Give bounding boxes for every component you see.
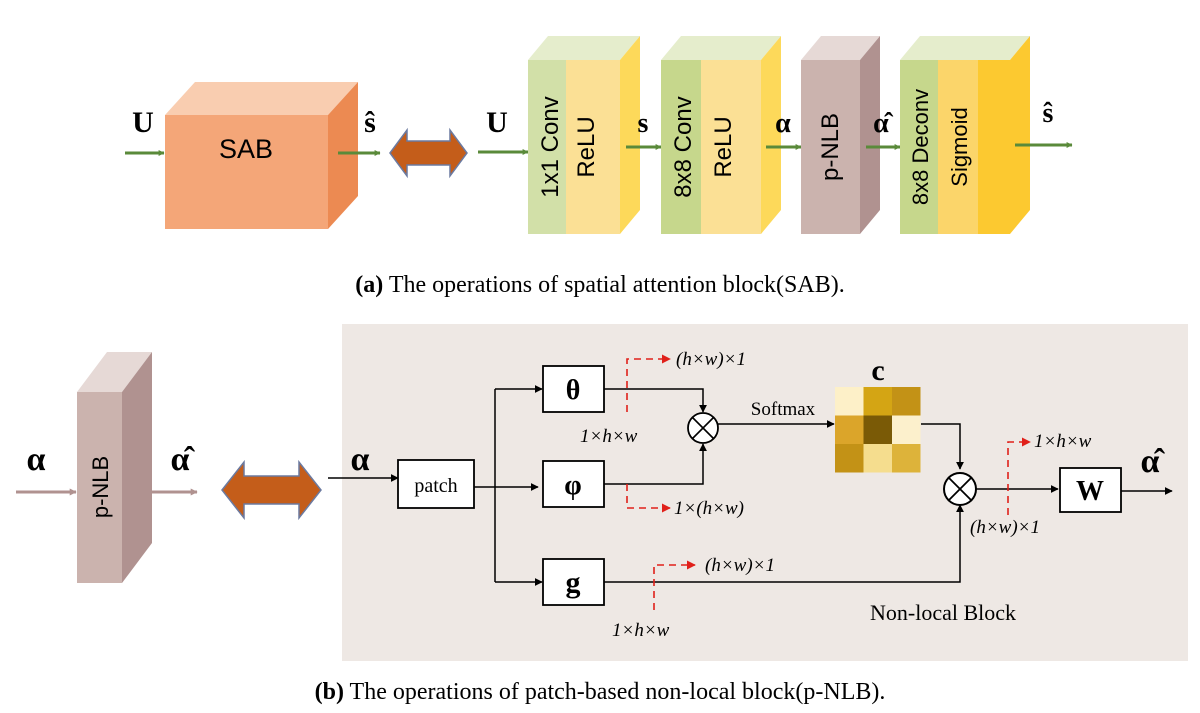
left-alpha-label: α [27, 441, 46, 478]
left-pnlb-label: p-NLB [88, 456, 113, 518]
caption-a-text: The operations of spatial attention bloc… [383, 272, 844, 298]
heatmap-cell [835, 415, 864, 444]
heatmap-cell [892, 444, 921, 473]
sab-input-label: U [132, 106, 154, 139]
caption-b-tag: (b) [315, 679, 344, 705]
dim-arrow-phi [626, 484, 671, 513]
caption-a-tag: (a) [355, 272, 383, 298]
phi-label: φ [564, 470, 581, 501]
sigmoid-label: Sigmoid [947, 107, 972, 186]
g-to-mult [604, 504, 964, 583]
conv8x8-label: 8x8 Conv [670, 96, 697, 197]
caption-a: (a) The operations of spatial attention … [355, 272, 844, 298]
nlb-alpha-label: α [351, 441, 370, 478]
attention-heatmap [835, 387, 921, 473]
deconv-sigmoid-group: 8x8 Deconv Sigmoid [900, 36, 1030, 234]
c-label: c [871, 354, 884, 387]
conv8x8-relu-group: 8x8 Conv ReLU [661, 36, 781, 234]
s-hat-label: ŝ [1043, 98, 1054, 129]
heatmap-cell [835, 444, 864, 473]
patch-box [397, 459, 475, 509]
alpha-hat-label: α̂ [873, 108, 894, 139]
heatmap-cell [892, 387, 921, 416]
dim-phi-label: 1×(h×w) [674, 498, 744, 519]
dim-g-label: (h×w)×1 [705, 555, 775, 576]
w-label: W [1076, 476, 1104, 507]
g-label: g [566, 566, 581, 599]
deconv-label: 8x8 Deconv [908, 89, 933, 205]
caption-b-text: The operations of patch-based non-local … [344, 679, 885, 705]
theta-to-mult [604, 388, 707, 413]
dim-arrow-theta [626, 354, 671, 412]
c-to-mult [921, 423, 964, 470]
theta-label: θ [566, 375, 581, 406]
u-label: U [486, 106, 508, 139]
equivalence-double-arrow [389, 127, 468, 179]
w-box [1059, 467, 1122, 513]
alpha-label: α [775, 108, 791, 139]
left-alpha-hat-label: α̂ [171, 441, 196, 478]
dim-1hw-b-label: 1×h×w [612, 620, 670, 641]
dim-theta-label: (h×w)×1 [676, 349, 746, 370]
dim-hw1-label: (h×w)×1 [970, 517, 1040, 538]
heatmap-cell [863, 444, 892, 473]
heatmap-cell [863, 415, 892, 444]
dim-1hw-c-label: 1×h×w [1034, 431, 1092, 452]
heatmap-cell [863, 387, 892, 416]
conv1x1-relu-group: 1x1 Conv ReLU [528, 36, 640, 234]
theta-box [542, 365, 605, 413]
pnlb-label: p-NLB [817, 113, 844, 181]
multiply-node-1 [687, 412, 719, 444]
pnlb-block: p-NLB [801, 36, 880, 234]
equivalence-double-arrow-b [221, 459, 322, 521]
dim-arrow-g [653, 560, 696, 610]
conv1x1-label: 1x1 Conv [537, 96, 564, 197]
phi-to-mult [604, 443, 707, 485]
heatmap-cell [892, 415, 921, 444]
dim-1hw-a-label: 1×h×w [580, 426, 638, 447]
multiply-node-2 [943, 472, 977, 506]
sab-label: SAB [219, 134, 273, 164]
caption-b: (b) The operations of patch-based non-lo… [315, 679, 886, 705]
nonlocal-block-label: Non-local Block [870, 600, 1016, 625]
relu2-label: ReLU [710, 116, 737, 177]
softmax-label: Softmax [751, 399, 816, 420]
sab-block: SAB [165, 82, 358, 229]
sab-output-label: ŝ [364, 106, 376, 139]
dim-arrow-out [1007, 437, 1031, 515]
heatmap-cell [835, 387, 864, 416]
s-label: s [638, 108, 649, 139]
relu1-label: ReLU [573, 116, 600, 177]
nonlocal-panel [342, 324, 1188, 661]
patch-label: patch [414, 475, 457, 497]
left-pnlb-block: p-NLB [77, 352, 152, 583]
